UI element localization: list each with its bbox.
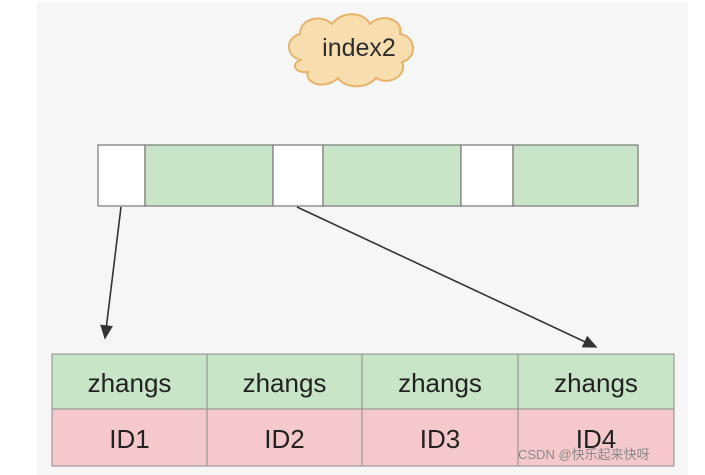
key-slot-3 (512, 144, 639, 207)
leaf-id-text-3: ID3 (419, 424, 461, 454)
leaf-id-cell-1 (51, 408, 208, 467)
leaf-key-text-3: zhangs (398, 368, 482, 398)
leaf-key-text-4: zhangs (554, 368, 638, 398)
pointer-slot-3 (460, 144, 514, 207)
watermark: CSDN @快乐起来快呀 (518, 447, 650, 462)
pointer-slot-1 (97, 144, 146, 207)
leaf-key-text-2: zhangs (242, 368, 327, 398)
leaf-id-cell-2 (206, 408, 363, 467)
leaf-table (51, 353, 675, 467)
leaf-id-cell-3 (361, 408, 519, 467)
leaf-id-text-2: ID2 (264, 424, 305, 454)
leaf-key-text-1: zhangs (87, 368, 172, 398)
leaf-id-text-1: ID1 (109, 424, 150, 454)
key-slot-1 (144, 144, 274, 207)
pointer-arrow-1 (100, 206, 122, 340)
leaf-key-cell-3 (361, 353, 519, 410)
pointer-arrow-2 (296, 206, 598, 348)
leaf-key-cell-1 (51, 353, 208, 410)
leaf-id-cell-4 (517, 408, 675, 467)
index-page (97, 144, 639, 207)
leaf-id-text-4: ID4 (575, 424, 617, 454)
key-slot-2 (322, 144, 462, 207)
index-cloud-shape (288, 13, 414, 88)
pointer-slot-2 (272, 144, 324, 207)
index-label: index2 (322, 34, 396, 62)
